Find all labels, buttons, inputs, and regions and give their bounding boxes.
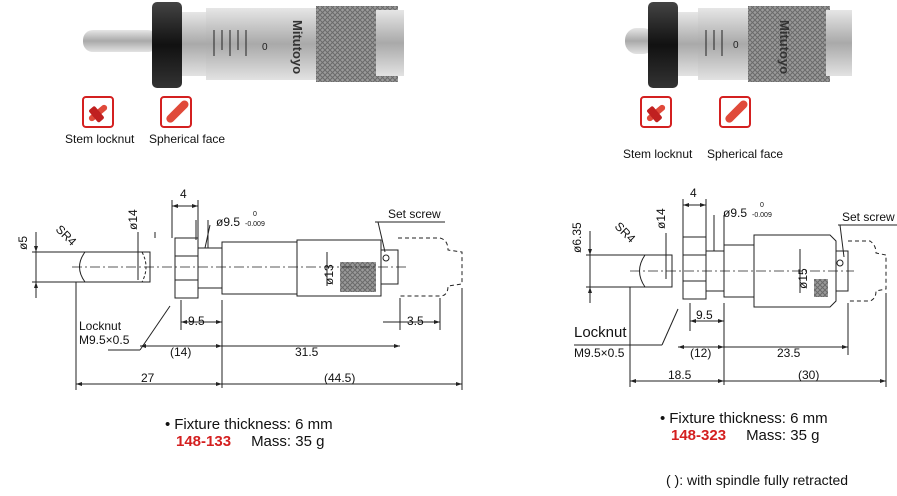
dim-3-5: 3.5 — [407, 314, 424, 328]
stem-locknut-icon — [82, 96, 114, 128]
dim-d-spindle: ø6.35 — [570, 222, 584, 253]
mass: Mass: 35 g — [746, 427, 820, 444]
dim-d-thimble: ø13 — [322, 264, 336, 285]
product-panel-148-133: Mitutoyo 0 Stem locknut Spherical face — [16, 2, 463, 450]
dim-r-tip: SR4 — [612, 219, 639, 246]
dim-stem-tol-upper: 0 — [253, 211, 257, 218]
micrometer-head-photo: Mitutoyo 0 — [625, 2, 852, 88]
svg-text:0: 0 — [733, 40, 739, 51]
dim-9-5: 9.5 — [696, 308, 713, 322]
dim-r-tip: SR4 — [53, 222, 80, 249]
dim-d-thimble: ø15 — [796, 268, 810, 289]
dim-d-locknut: ø14 — [126, 209, 140, 230]
dim-31-5: 31.5 — [295, 345, 319, 359]
stem-locknut-label: Stem locknut — [65, 132, 135, 146]
spherical-face-icon — [160, 96, 192, 128]
dim-thread: M9.5×0.5 — [574, 346, 625, 360]
dim-d-locknut: ø14 — [654, 208, 668, 229]
locknut-label: Locknut — [79, 319, 122, 333]
dim-30: (30) — [798, 368, 819, 382]
dim-d-stem: ø9.5 — [723, 206, 747, 220]
locknut-label: Locknut — [574, 324, 627, 341]
stem-locknut-icon — [640, 96, 672, 128]
dim-23-5: 23.5 — [777, 346, 801, 360]
dim-18-5: 18.5 — [668, 368, 692, 382]
spherical-face-icon — [719, 96, 751, 128]
dim-12: (12) — [690, 346, 711, 360]
dim-44-5: (44.5) — [324, 371, 355, 385]
footnote: ( ): with spindle fully retracted — [666, 472, 849, 488]
dim-d-stem: ø9.5 — [216, 215, 240, 229]
svg-text:0: 0 — [262, 42, 268, 53]
brand-logo: Mitutoyo — [290, 20, 305, 74]
dim-stem-tol-upper: 0 — [760, 202, 764, 209]
model-number: 148-133 — [176, 433, 232, 450]
dim-d-spindle: ø5 — [16, 236, 30, 250]
brand-logo: Mitutoyo — [777, 20, 792, 74]
dimension-drawing: 4 ø14 ø9.5 0 -0.009 Set screw ø5 SR4 ø13… — [16, 187, 463, 390]
micrometer-head-photo: Mitutoyo 0 — [83, 2, 404, 88]
dim-stem-tol-lower: -0.009 — [752, 212, 772, 219]
dim-9-5: 9.5 — [188, 314, 205, 328]
spherical-face-label: Spherical face — [707, 147, 784, 161]
dim-set-screw: Set screw — [388, 207, 441, 221]
dim-27: 27 — [141, 371, 155, 385]
model-number: 148-323 — [671, 427, 727, 444]
dim-stem-tol-lower: -0.009 — [245, 221, 265, 228]
spherical-face-label: Spherical face — [149, 132, 226, 146]
dim-thread: M9.5×0.5 — [79, 333, 130, 347]
dim-14: (14) — [170, 345, 191, 359]
stem-locknut-label: Stem locknut — [623, 147, 693, 161]
dim-w-locknut: 4 — [180, 187, 187, 201]
dim-set-screw: Set screw — [842, 210, 895, 224]
fixture-thickness: Fixture thickness: 6 mm — [174, 416, 333, 433]
dim-w-locknut: 4 — [690, 186, 697, 200]
mass: Mass: 35 g — [251, 433, 325, 450]
dimension-drawing: 4 ø14 ø9.5 0 -0.009 Set screw ø6.35 SR4 … — [570, 186, 897, 387]
product-panel-148-323: Mitutoyo 0 Stem locknut Spherical face — [450, 0, 897, 496]
fixture-thickness: Fixture thickness: 6 mm — [669, 410, 828, 427]
